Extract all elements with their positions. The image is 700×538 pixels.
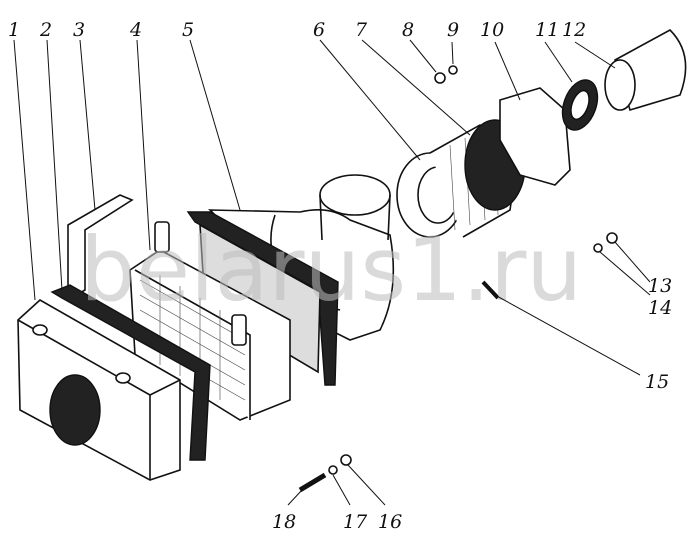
label-12: 12 bbox=[562, 19, 586, 41]
label-13: 13 bbox=[648, 275, 672, 297]
label-4: 4 bbox=[129, 19, 142, 41]
motor-part-12 bbox=[604, 29, 687, 111]
label-1: 1 bbox=[8, 19, 20, 41]
label-9: 9 bbox=[447, 19, 459, 41]
cover-part-1 bbox=[17, 299, 181, 481]
label-18: 18 bbox=[272, 511, 296, 533]
label-2: 2 bbox=[39, 19, 52, 41]
leader-lines bbox=[13, 39, 651, 506]
flange-part-10 bbox=[499, 87, 571, 186]
label-10: 10 bbox=[480, 19, 504, 41]
label-17: 17 bbox=[343, 511, 368, 533]
label-15: 15 bbox=[645, 371, 669, 393]
small-fasteners bbox=[298, 65, 618, 493]
label-3: 3 bbox=[73, 19, 85, 41]
part-number-labels: 1 2 3 4 5 6 7 8 9 10 11 12 13 14 15 16 1… bbox=[8, 19, 672, 533]
seal-part-11 bbox=[561, 79, 599, 131]
label-7: 7 bbox=[355, 19, 368, 41]
label-8: 8 bbox=[402, 19, 414, 41]
label-11: 11 bbox=[535, 19, 559, 41]
label-14: 14 bbox=[648, 297, 672, 319]
label-6: 6 bbox=[313, 19, 325, 41]
gasket-part-2 bbox=[50, 284, 211, 461]
label-5: 5 bbox=[182, 19, 194, 41]
label-16: 16 bbox=[378, 511, 402, 533]
watermark: belarus1.ru bbox=[80, 218, 582, 321]
